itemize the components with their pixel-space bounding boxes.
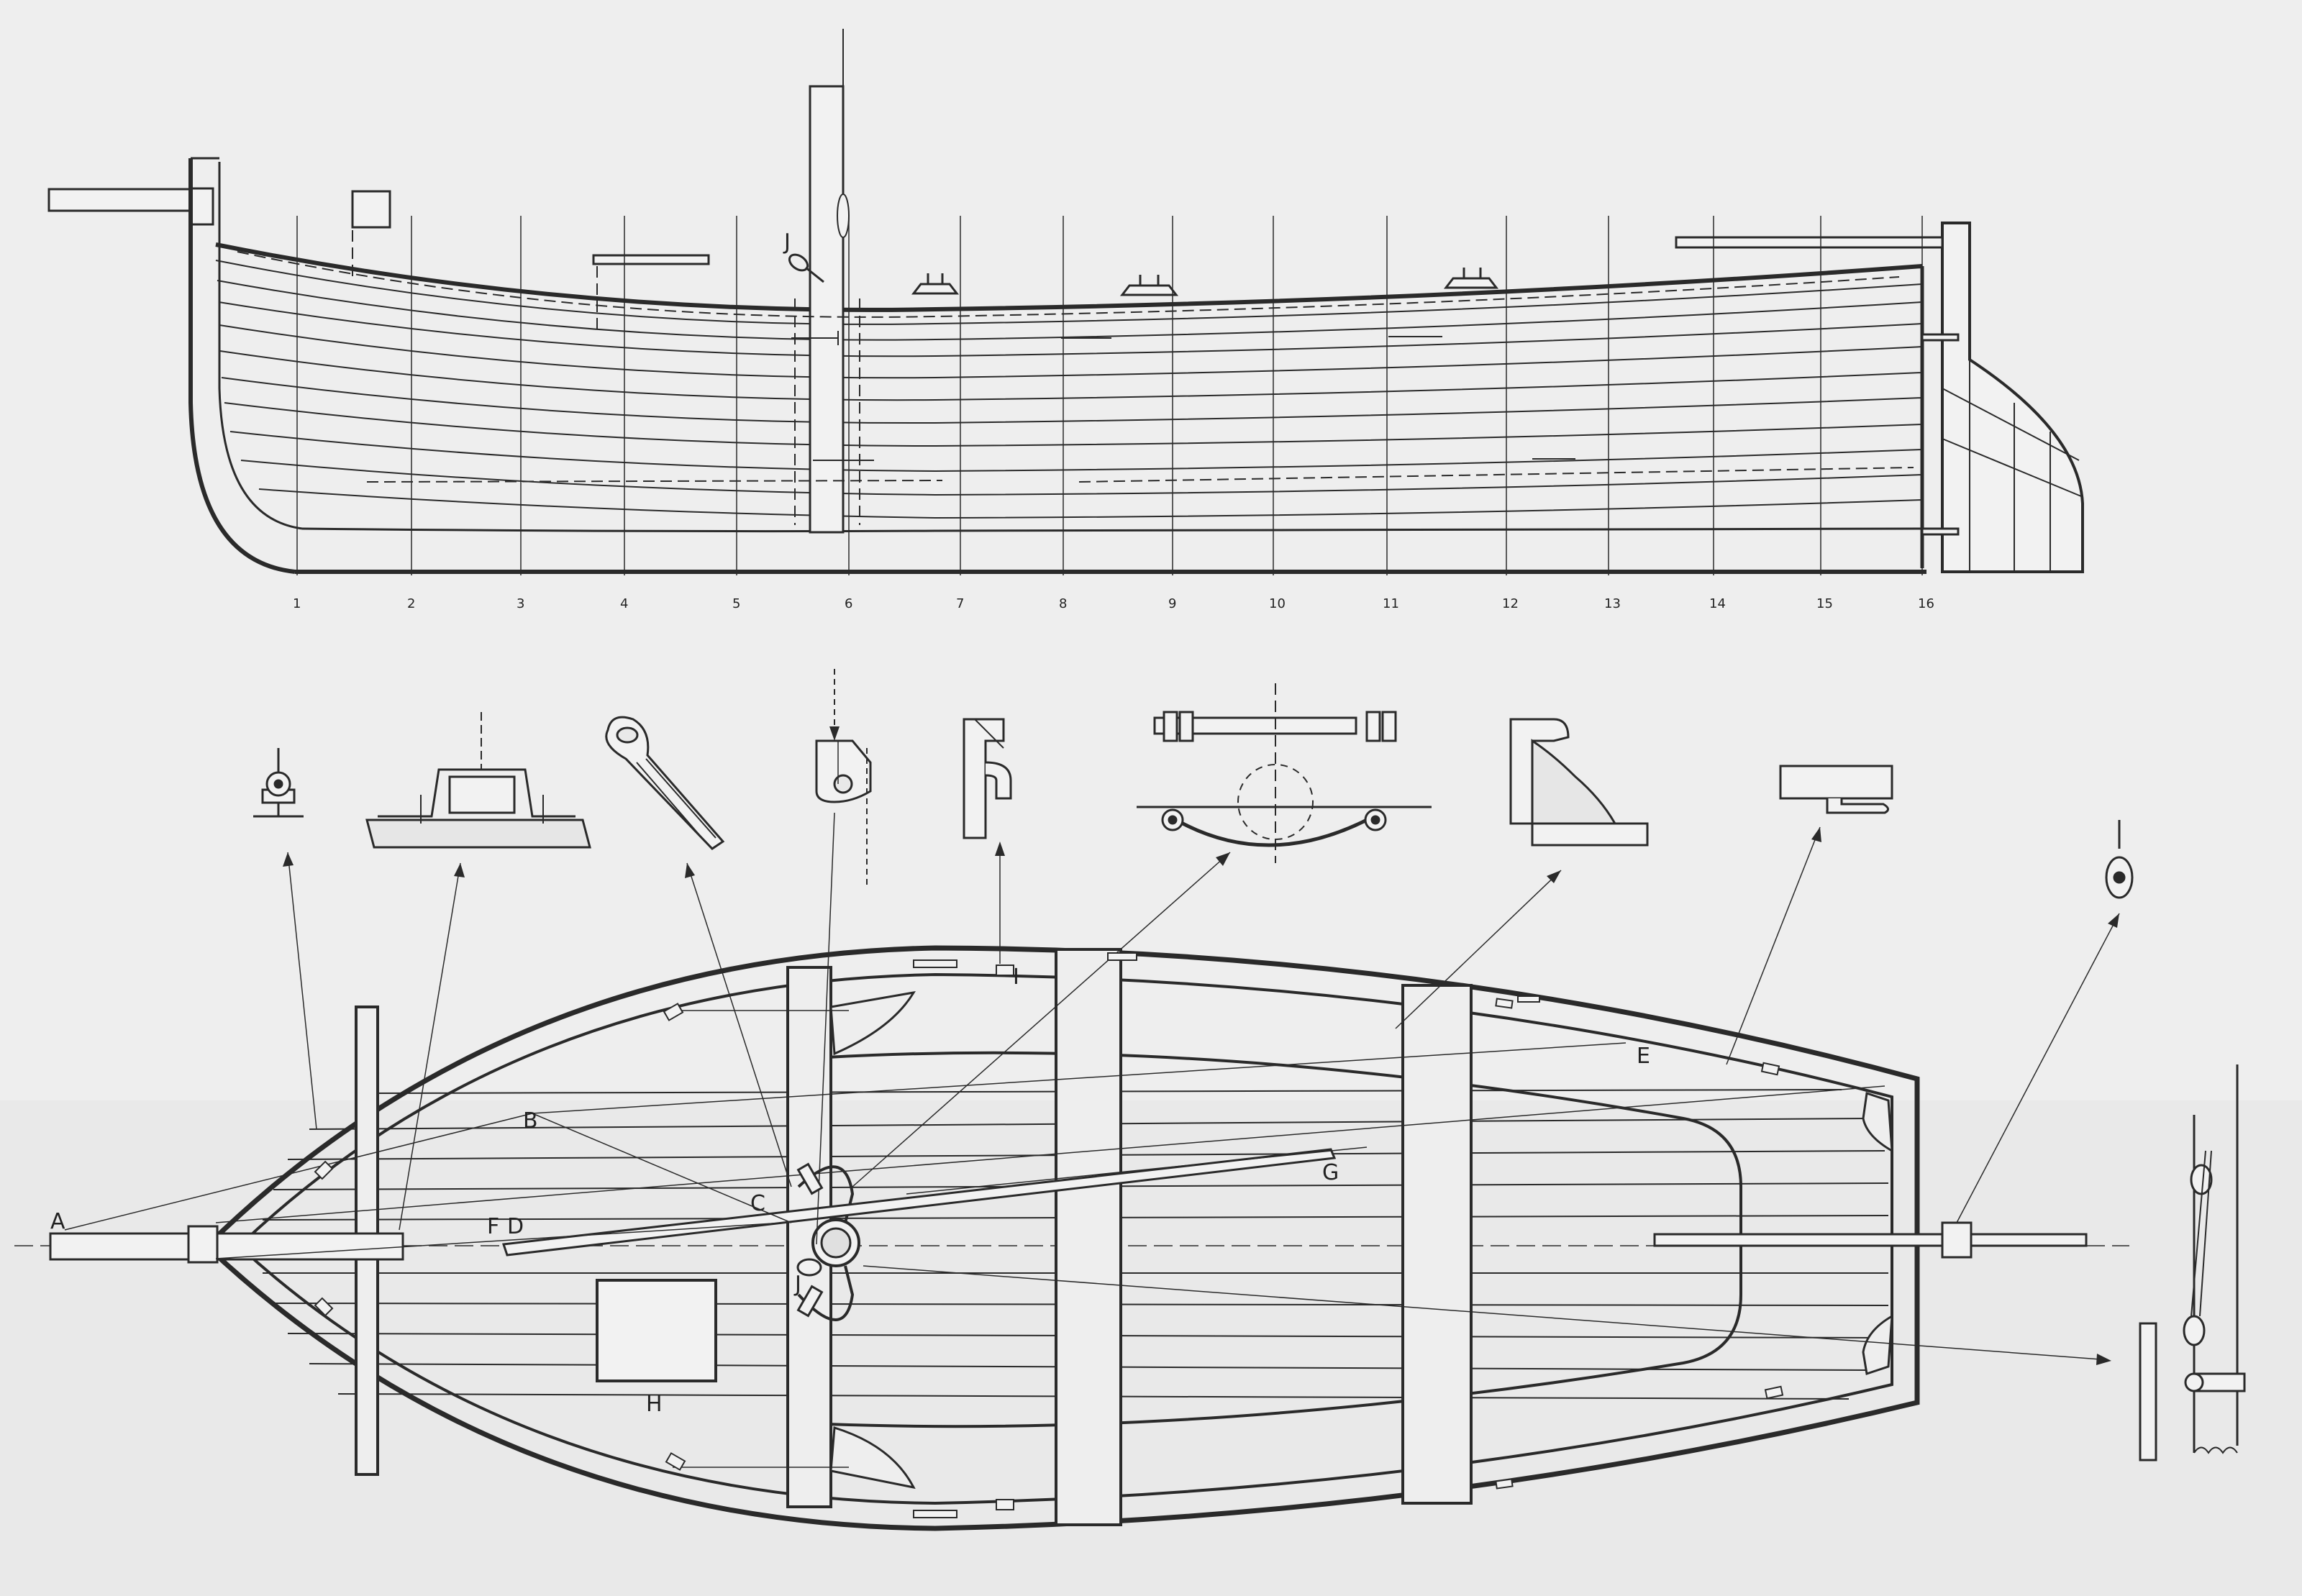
profile-stem-outer [188, 158, 296, 574]
profile-hidden-lines [237, 230, 1914, 525]
profile-station-lines [296, 216, 1923, 575]
profile-rowlocks [911, 268, 1499, 296]
plan-point-labels: A B C D E F G H I J J [50, 229, 1650, 1417]
detail-cleat [1779, 765, 1893, 814]
detail-chain-plate [815, 669, 872, 885]
plan-hull-inner [240, 972, 1893, 1505]
profile-tiller [1675, 236, 1944, 249]
profile-rudder-planks [1942, 230, 2082, 572]
plan-leader-lines [287, 741, 2120, 1245]
label-e: E [1637, 1044, 1650, 1069]
paper-upper-tone [0, 0, 2302, 1100]
profile-view [47, 29, 2084, 575]
plan-halyard-cleats [796, 1162, 824, 1318]
profile-planking [215, 260, 1923, 519]
label-f: F [487, 1214, 499, 1239]
profile-halyard-block [837, 193, 850, 238]
station-label-13: 13 [1604, 596, 1621, 611]
profile-bow-thwart [592, 254, 710, 265]
station-label-12: 12 [1502, 596, 1519, 611]
label-j-plan: J [793, 1272, 801, 1297]
plan-spars [49, 1148, 2088, 1264]
detail-sheave-assembly [2139, 1064, 2246, 1462]
label-i: I [1013, 965, 1019, 990]
plan-view [14, 726, 2129, 1531]
station-label-2: 2 [407, 596, 415, 611]
detail-knee [1509, 718, 1649, 847]
station-label-11: 11 [1383, 596, 1399, 611]
profile-rudder-pintle-lower [1921, 527, 1960, 536]
detail-stem-fitting [963, 718, 1012, 839]
profile-sheer-line [215, 242, 1923, 312]
station-label-4: 4 [620, 596, 628, 611]
station-label-14: 14 [1709, 596, 1726, 611]
profile-scarf-marks [791, 331, 1575, 461]
station-label-7: 7 [956, 596, 964, 611]
station-label-8: 8 [1059, 596, 1067, 611]
detail-rowlock-socket [253, 748, 304, 818]
profile-bow-chock [351, 190, 391, 229]
label-c: C [750, 1191, 765, 1216]
plan-arrowheads [283, 726, 2119, 1365]
profile-bowsprit [47, 188, 201, 212]
detail-rope-loop [605, 716, 725, 850]
label-h: H [646, 1392, 663, 1417]
plan-knees [829, 990, 1893, 1490]
plan-hatch [596, 1279, 717, 1382]
profile-keel-top [301, 527, 1923, 533]
station-label-6: 6 [845, 596, 852, 611]
detail-views [253, 669, 2246, 1462]
plan-hull-outer [206, 945, 1920, 1531]
label-g: G [1322, 1160, 1339, 1185]
plan-rigging-lines [64, 1010, 2101, 1468]
profile-rudder-pintle-upper [1921, 333, 1960, 342]
profile-stem-inner [218, 162, 303, 530]
profile-eye-fitting [788, 253, 824, 283]
station-label-10: 10 [1269, 596, 1286, 611]
profile-rudder [1941, 222, 2084, 573]
detail-mast-step-bracket [365, 712, 591, 849]
station-label-5: 5 [732, 596, 740, 611]
detail-mast-partner [1137, 683, 1432, 863]
station-label-15: 15 [1816, 596, 1833, 611]
station-label-1: 1 [293, 596, 301, 611]
plan-gunwale-fittings [314, 952, 1784, 1518]
profile-stem-head [188, 187, 214, 226]
label-b: B [523, 1108, 538, 1134]
label-d: D [507, 1214, 524, 1239]
station-label-3: 3 [517, 596, 524, 611]
label-a: A [50, 1209, 65, 1234]
detail-block [2105, 820, 2134, 899]
plan-mast [820, 1227, 852, 1259]
station-label-16: 16 [1918, 596, 1934, 611]
station-label-9: 9 [1168, 596, 1176, 611]
profile-mast [809, 85, 845, 534]
label-j-profile: J [783, 229, 791, 255]
